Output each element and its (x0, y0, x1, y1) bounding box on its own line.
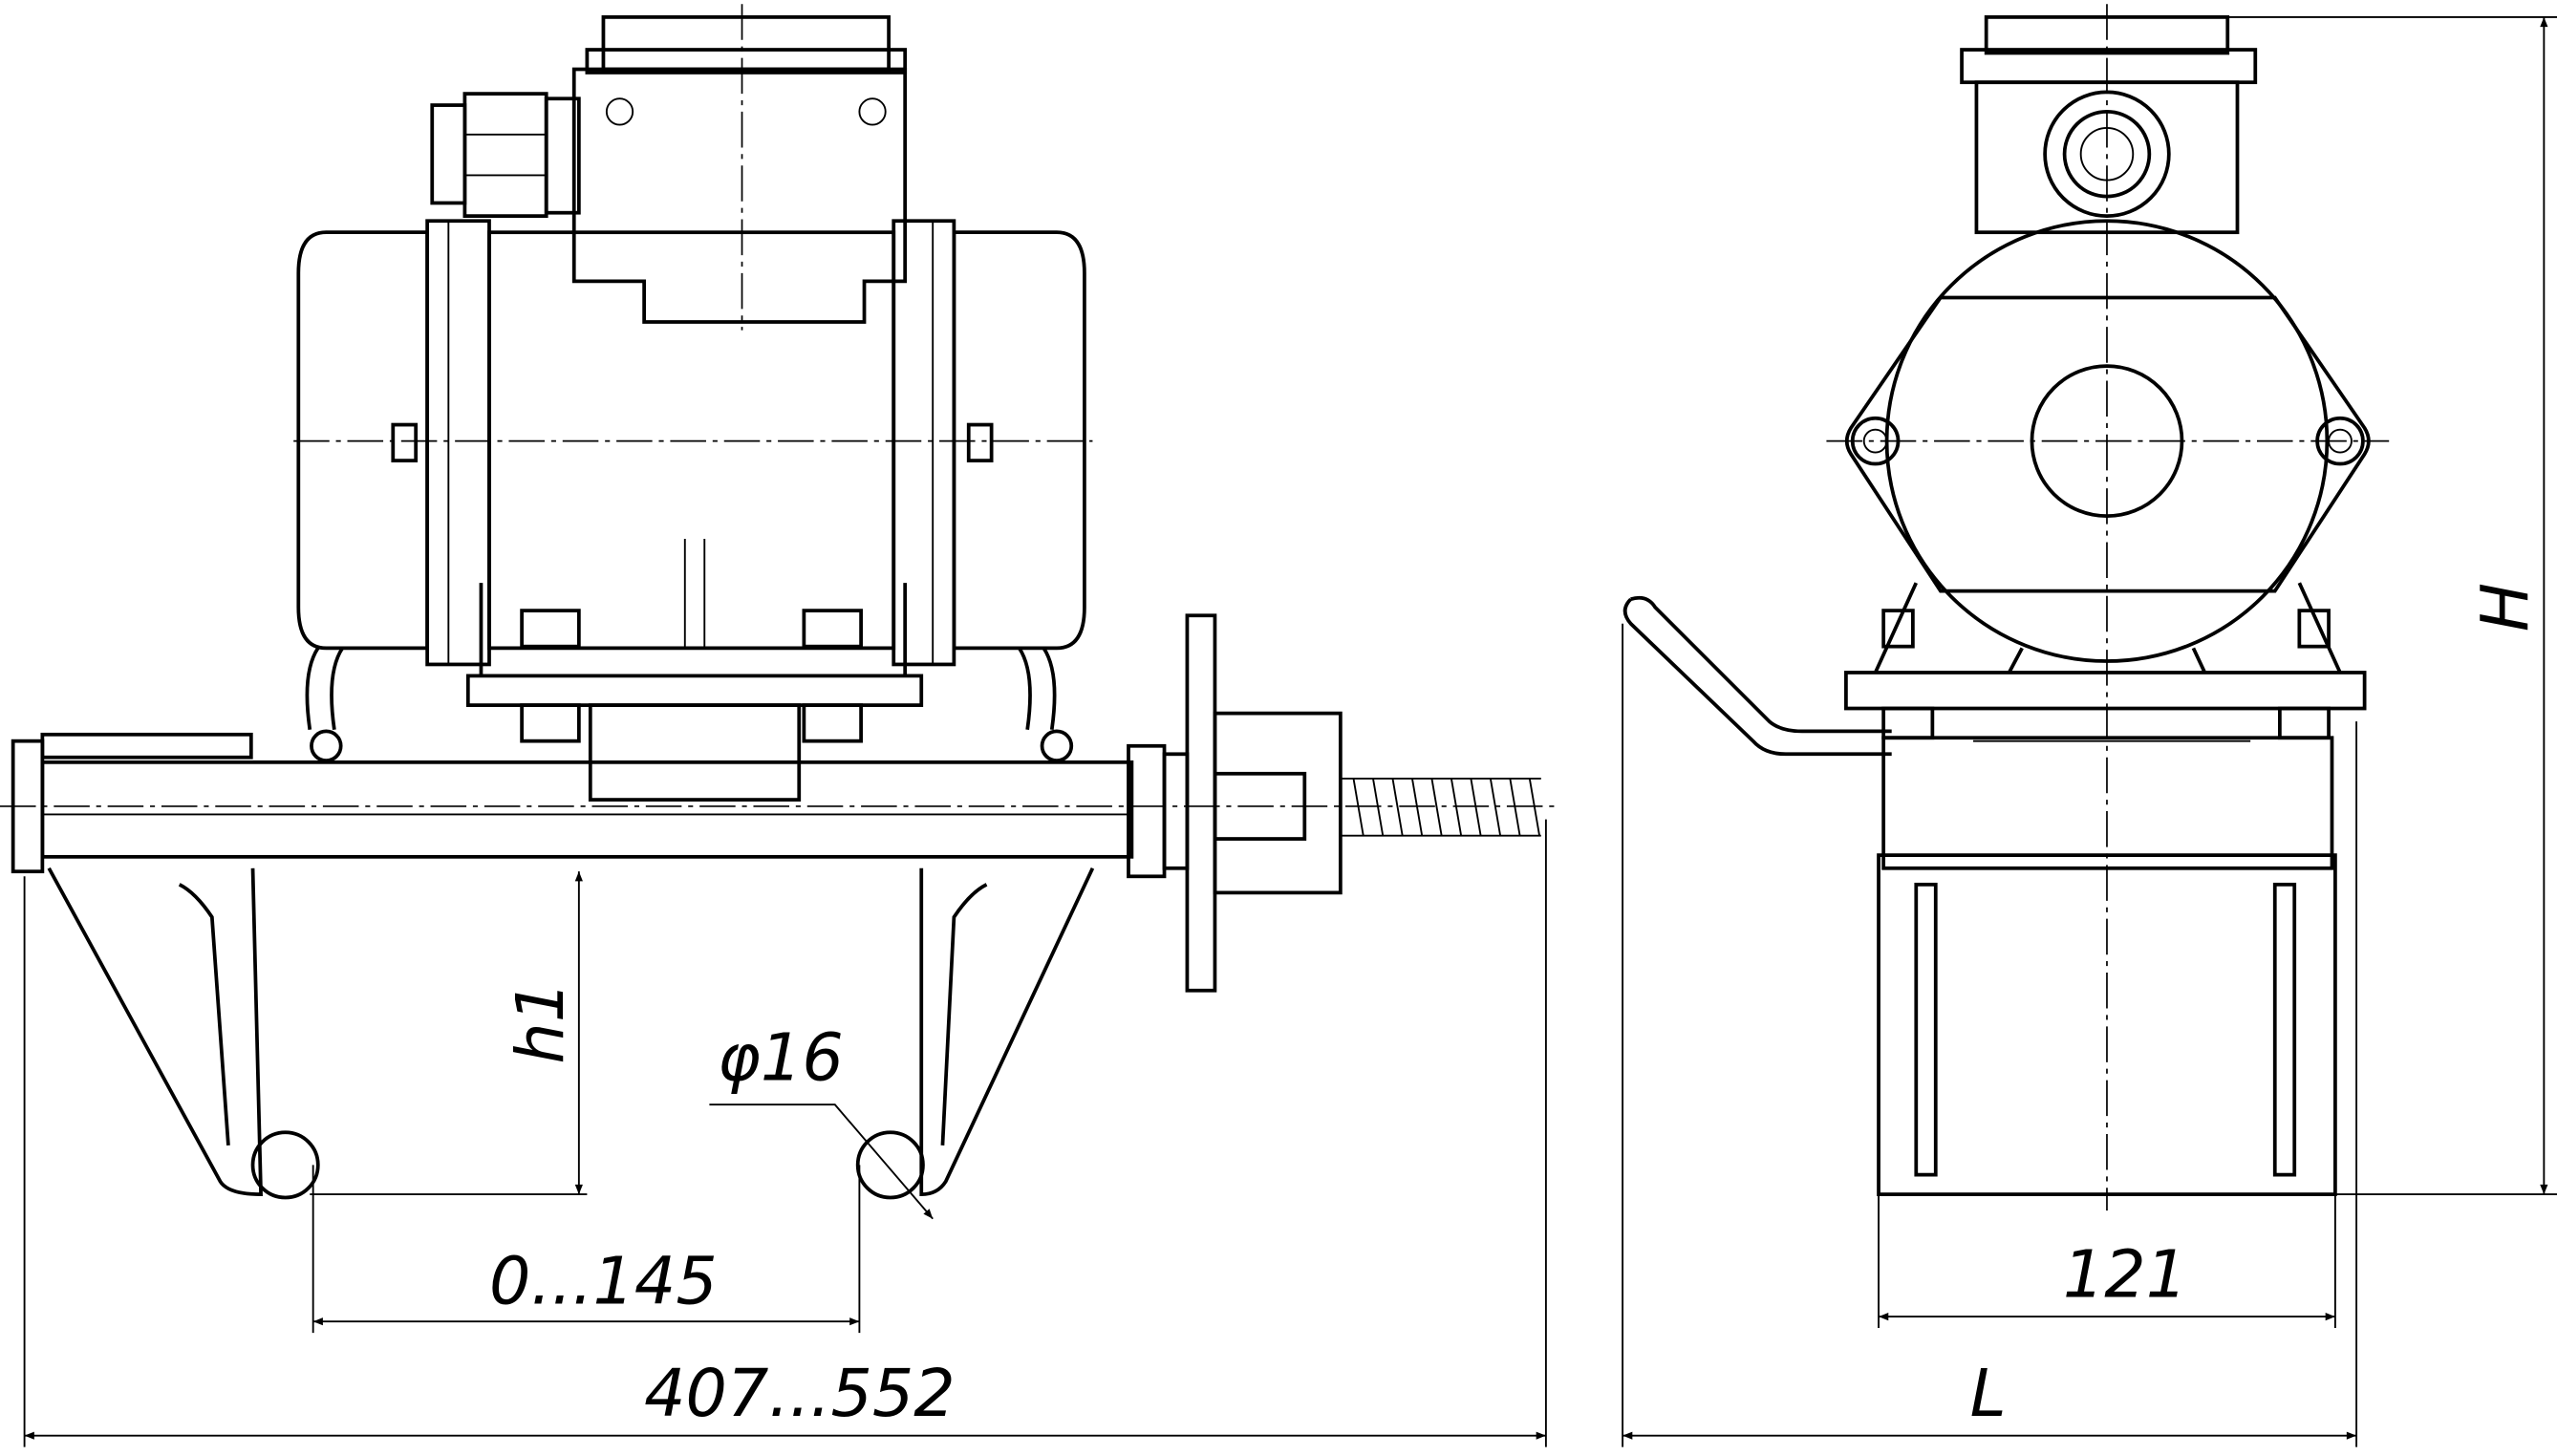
terminal-box-front (1960, 15, 2258, 235)
dim-length-label: L (1970, 1357, 2007, 1432)
clamp-screw (1185, 613, 1541, 993)
dim-h1-label: h1 (504, 981, 579, 1064)
side-view: h1 φ16 0...145 407...552 (0, 4, 1558, 1447)
rail-tube (11, 732, 1190, 879)
dimensions (23, 819, 1547, 1447)
dim-span-label: 0...145 (489, 1244, 718, 1319)
centerlines (0, 4, 1558, 807)
motor-body (296, 219, 1086, 667)
cable-gland (430, 92, 581, 218)
centerlines-front (1826, 4, 2390, 1211)
support-legs (47, 867, 1095, 1200)
dimensions-front (1622, 15, 2557, 1447)
base-front (1844, 671, 2367, 1196)
dim-width-label: 121 (2063, 1238, 2187, 1314)
dim-overall-label: 407...552 (644, 1357, 956, 1432)
handle (1622, 595, 1892, 757)
front-view: 121 L H (1622, 4, 2557, 1447)
dim-height-label: H (2468, 583, 2544, 632)
terminal-box (571, 15, 908, 324)
dim-diameter-label: φ16 (718, 1021, 844, 1097)
base-plate (305, 583, 1074, 802)
